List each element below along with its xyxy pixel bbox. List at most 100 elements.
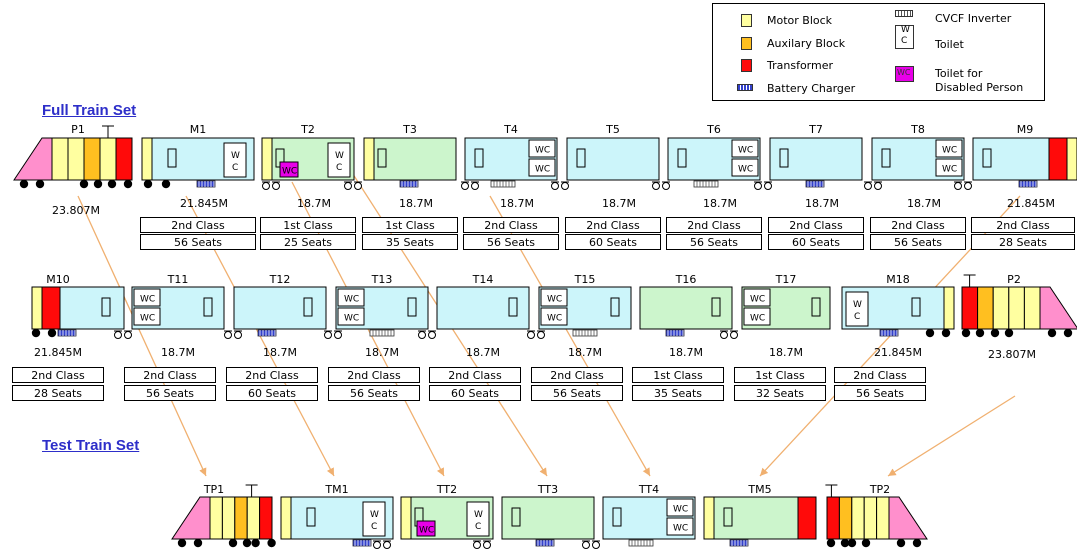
t4-wc-bottom bbox=[528, 158, 556, 177]
t15-wc-bottom bbox=[540, 307, 568, 326]
m18-door bbox=[911, 297, 921, 317]
t2-bogie-3 bbox=[354, 182, 362, 190]
class-box-m9: 2nd Class bbox=[971, 217, 1075, 233]
car-length-t5: 18.7M bbox=[602, 197, 636, 210]
t17-wc-bottom bbox=[743, 307, 771, 326]
seats-box-t8: 56 Seats bbox=[870, 234, 966, 250]
t2-bogie-0 bbox=[262, 182, 270, 190]
auxiliary-block-swatch bbox=[741, 37, 752, 50]
t6-wc-top-text: WC bbox=[738, 146, 753, 156]
t5-door bbox=[576, 148, 586, 168]
m1-wheel-0 bbox=[143, 179, 153, 189]
car-name-m18: M18 bbox=[886, 273, 910, 286]
p1-block-0 bbox=[51, 137, 69, 181]
m18-toilet-c-text: C bbox=[854, 312, 860, 322]
seats-box-t12: 60 Seats bbox=[226, 385, 318, 401]
tt4-wc-top-text: WC bbox=[673, 505, 688, 515]
p2-wheel-1 bbox=[975, 328, 985, 338]
seats-box-t2: 25 Seats bbox=[260, 234, 356, 250]
class-box-t5: 2nd Class bbox=[565, 217, 661, 233]
legend-c-symbol: C bbox=[901, 36, 908, 46]
t8-bogie-0 bbox=[864, 182, 872, 190]
car-name-t11: T11 bbox=[167, 273, 189, 286]
car-length-t14: 18.7M bbox=[466, 346, 500, 359]
t8-bogie-3 bbox=[964, 182, 972, 190]
tp2-wheel-2 bbox=[847, 538, 857, 548]
t14-door bbox=[508, 297, 518, 317]
t13-bogie-0 bbox=[324, 331, 332, 339]
tp2-block-1 bbox=[838, 496, 853, 540]
t4-door bbox=[474, 148, 484, 168]
tm5-transformer bbox=[797, 496, 817, 540]
class-box-t15: 2nd Class bbox=[531, 367, 623, 383]
t4-bogie-2 bbox=[551, 182, 559, 190]
car-name-t17: T17 bbox=[775, 273, 797, 286]
m1-toilet-w-text: W bbox=[231, 151, 240, 161]
t2-toilet-c-text: C bbox=[336, 163, 342, 173]
legend-auxiliary-label: Auxilary Block bbox=[767, 37, 846, 50]
t6-bogie-3 bbox=[764, 182, 772, 190]
t4-wc-bottom-text: WC bbox=[535, 165, 550, 175]
class-box-t2: 1st Class bbox=[260, 217, 356, 233]
tm1-toilet-w-text: W bbox=[370, 510, 379, 520]
car-name-tt2: TT2 bbox=[436, 483, 458, 496]
car-length-t2: 18.7M bbox=[297, 197, 331, 210]
seats-box-t5: 60 Seats bbox=[565, 234, 661, 250]
t6-wc-bottom-text: WC bbox=[738, 165, 753, 175]
car-name-tm5: TM5 bbox=[748, 483, 772, 496]
legend-toilet-label: Toilet bbox=[935, 38, 964, 51]
tm1-bogie-0 bbox=[373, 541, 381, 549]
legend-w-symbol: W bbox=[901, 25, 910, 35]
p1-block-1 bbox=[67, 137, 85, 181]
t11-wc-bottom bbox=[133, 307, 161, 326]
t8-bogie-2 bbox=[954, 182, 962, 190]
class-box-t13: 2nd Class bbox=[328, 367, 420, 383]
p2-wheel-4 bbox=[1047, 328, 1057, 338]
car-name-t2: T2 bbox=[301, 123, 315, 136]
m9-motor-block bbox=[1066, 137, 1077, 181]
tm1-bogie-1 bbox=[383, 541, 391, 549]
t7-door bbox=[779, 148, 789, 168]
car-length-t3: 18.7M bbox=[399, 197, 433, 210]
t8-wc-bottom-text: WC bbox=[942, 165, 957, 175]
m1-toilet-c-text: C bbox=[232, 163, 238, 173]
tp1-wheel-3 bbox=[242, 538, 252, 548]
tp1-wheel-4 bbox=[251, 538, 260, 548]
car-length-m18: 21.845M bbox=[874, 346, 922, 359]
tp2-nose bbox=[888, 496, 928, 540]
car-name-tm1: TM1 bbox=[325, 483, 349, 496]
m18-toilet bbox=[845, 291, 869, 327]
tt3-door bbox=[511, 507, 521, 527]
car-name-tp1: TP1 bbox=[203, 483, 225, 496]
t12-door bbox=[303, 297, 313, 317]
t7-battery-charger bbox=[805, 180, 825, 188]
p2-wheel-5 bbox=[1063, 328, 1073, 338]
tt2-toilet-w-text: W bbox=[474, 510, 483, 520]
tp1-wheel-0 bbox=[177, 538, 187, 548]
t12-battery-charger bbox=[257, 329, 277, 337]
m10-door bbox=[101, 297, 111, 317]
car-name-t16: T16 bbox=[675, 273, 697, 286]
tt4-wc-top bbox=[666, 498, 694, 517]
m1-motor-block bbox=[141, 137, 153, 181]
t8-door bbox=[881, 148, 891, 168]
t16-body bbox=[639, 286, 733, 330]
t3-battery-charger bbox=[399, 180, 419, 188]
tm5-battery-charger bbox=[729, 539, 749, 547]
car-name-t12: T12 bbox=[269, 273, 291, 286]
seats-box-t4: 56 Seats bbox=[463, 234, 559, 250]
t15-bogie-0 bbox=[527, 331, 535, 339]
t4-bogie-1 bbox=[471, 182, 479, 190]
tp2-block-0 bbox=[826, 496, 840, 540]
car-name-t4: T4 bbox=[504, 123, 518, 136]
t7-body bbox=[769, 137, 863, 181]
seats-box-t17: 32 Seats bbox=[734, 385, 826, 401]
t11-wc-top bbox=[133, 288, 161, 307]
car-name-tt3: TT3 bbox=[537, 483, 559, 496]
t4-bogie-0 bbox=[461, 182, 469, 190]
tt2-bogie-1 bbox=[483, 541, 491, 549]
car-length-t6: 18.7M bbox=[703, 197, 737, 210]
tt2-disabled-toilet-text: WC bbox=[419, 526, 434, 536]
p2-wheel-3 bbox=[1004, 328, 1014, 338]
